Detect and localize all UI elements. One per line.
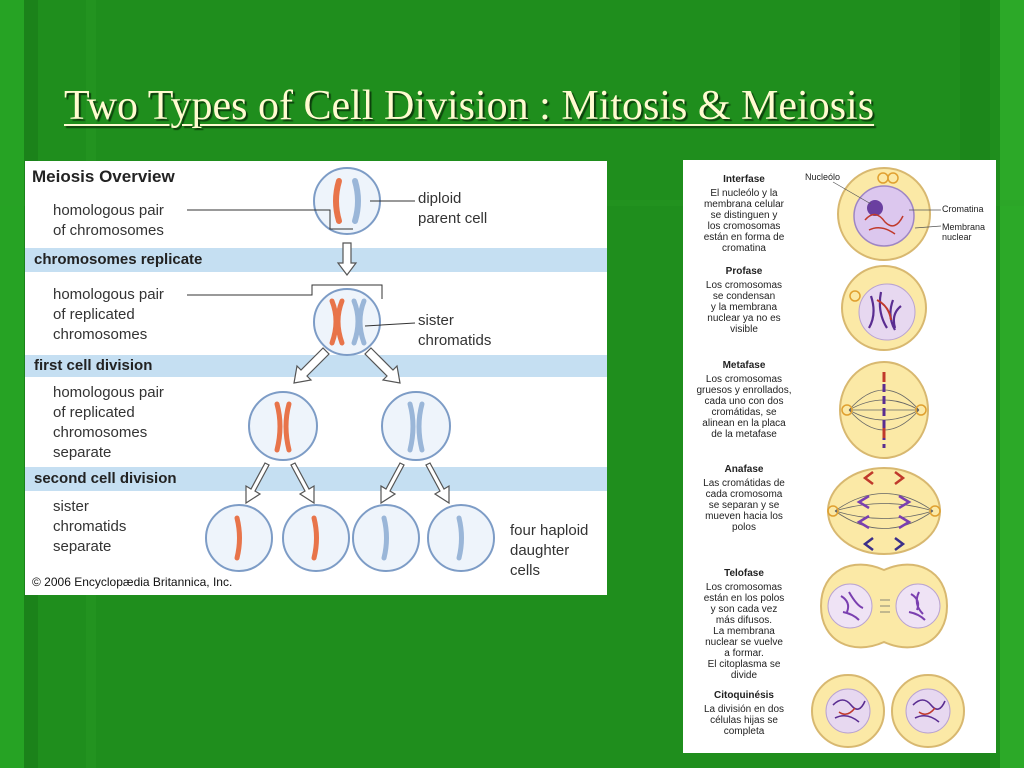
arrow-down-1	[336, 242, 358, 276]
orange-chromosome	[333, 178, 342, 224]
label-chromatin: Cromatina	[942, 204, 984, 214]
meiosis-title: Meiosis Overview	[32, 167, 175, 186]
copyright-text: © 2006 Encyclopædia Britannica, Inc.	[32, 575, 233, 589]
meiosis-diagram	[187, 167, 495, 572]
mitosis-cells-diagram	[811, 167, 965, 748]
stage-label-replicate: chromosomes replicate	[34, 251, 203, 268]
first-division-cell-left	[248, 391, 318, 461]
stage-label-first-division: first cell division	[34, 357, 153, 374]
stage-band-replicate	[25, 248, 607, 272]
first-division-cell-right	[381, 391, 451, 461]
replicated-cell	[313, 288, 381, 356]
label-nucleolus: Nucleólo	[805, 172, 841, 182]
anaphase-cell	[827, 467, 941, 555]
slide-title: Two Types of Cell Division : Mitosis & M…	[64, 83, 875, 129]
stage-band-second-division	[25, 467, 607, 491]
stage-label-second-division: second cell division	[34, 470, 177, 487]
blue-chromosome	[352, 178, 361, 224]
